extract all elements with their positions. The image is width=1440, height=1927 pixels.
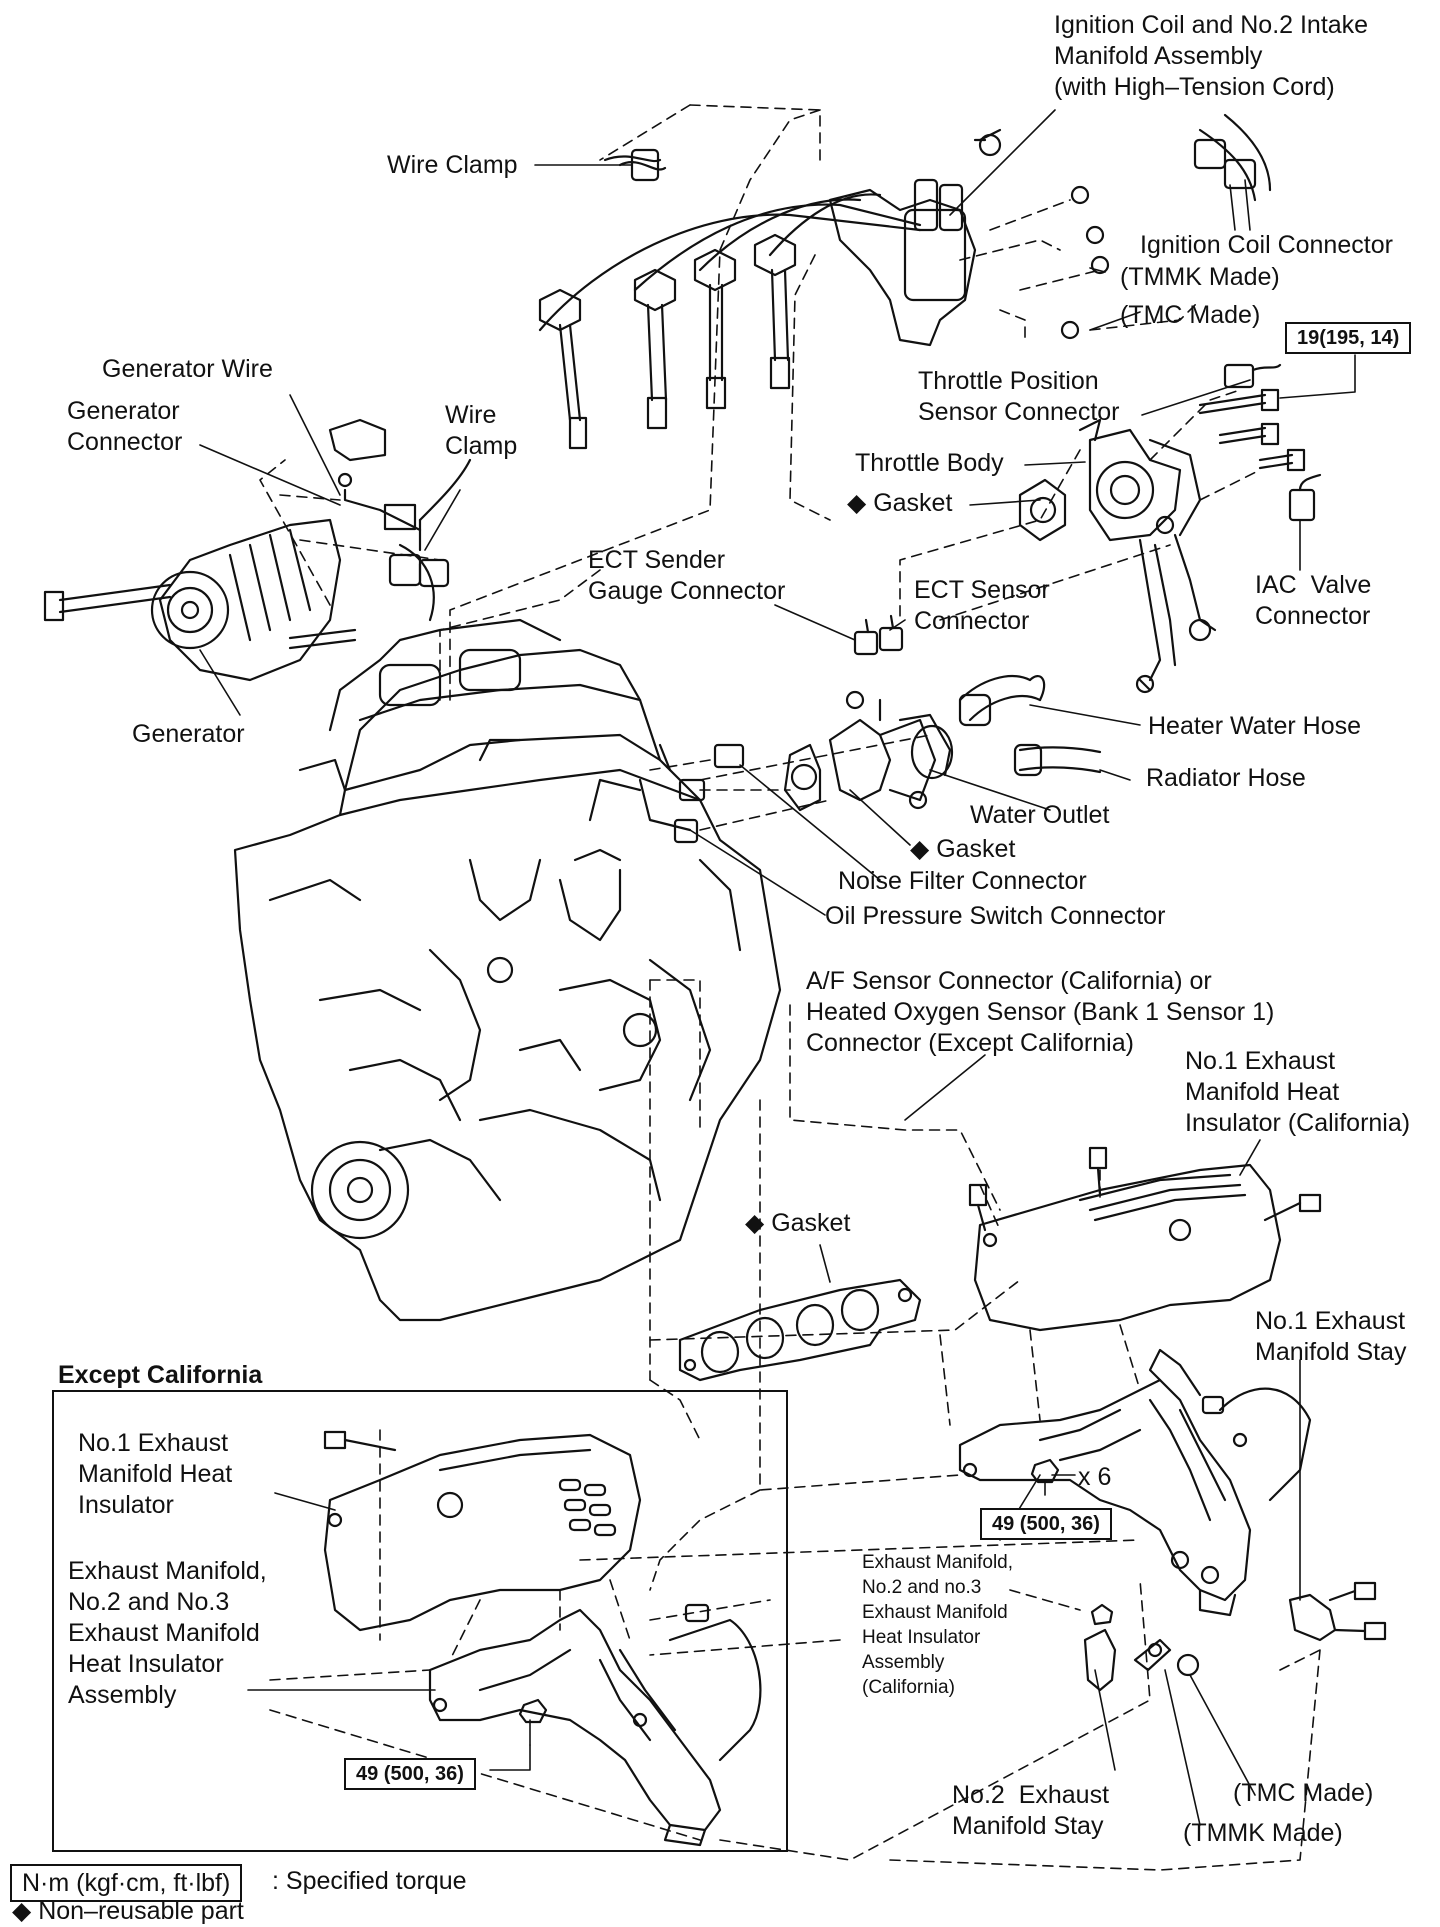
label-gasket-exhaust: ◆ Gasket [745,1208,850,1239]
label-inset-no1-heat-insulator: No.1 Exhaust Manifold Heat Insulator [78,1429,233,1519]
label-ignition-coil-connector: Ignition Coil Connector [1140,231,1393,259]
label-ect-sender-gauge-connector: ECT Sender Gauge Connector [588,546,786,605]
torque-value-exhaust-main: 49 (500, 36) [980,1508,1112,1540]
non-reusable-diamond-icon: ◆ [847,489,867,517]
throttle-body [1018,363,1322,694]
heat-insulator-california [968,1146,1322,1332]
label-tmc-made-bottom: (TMC Made) [1233,1779,1374,1807]
exhaust-gasket [678,1278,922,1382]
label-tmc-made-top: (TMC Made) [1120,301,1261,329]
label-iac-valve-connector: IAC Valve Connector [1255,571,1372,630]
leader-lines [199,109,1356,1826]
legend-non-reusable-text: Non–reusable part [38,1897,244,1925]
legend-torque-units: N·m (kgf·cm, ft·lbf) [10,1864,243,1902]
inset-except-california [52,1390,788,1852]
label-af-sensor-connector: A/F Sensor Connector (California) or Hea… [806,967,1275,1057]
label-generator: Generator [132,720,245,748]
torque-value-exhaust-inset: 49 (500, 36) [344,1758,476,1790]
inset-title-except-california: Except California [58,1361,263,1389]
label-wire-clamp-generator: Wire Clamp [445,401,518,460]
legend-torque-description: : Specified torque [272,1867,467,1895]
label-throttle-position-sensor-connector: Throttle Position Sensor Connector [918,367,1120,426]
label-no1-exhaust-manifold-stay: No.1 Exhaust Manifold Stay [1255,1307,1407,1366]
engine-block [233,618,782,1322]
inset-exhaust-parts [323,1430,762,1847]
label-gasket-water-outlet: ◆ Gasket [910,834,1015,865]
gasket-throttle-text: Gasket [873,489,953,517]
ignition-coil-assembly [828,113,1272,347]
gasket-exhaust-text: Gasket [771,1209,851,1237]
label-generator-connector: Generator Connector [67,397,183,456]
alignment-lines [259,104,1321,1871]
spark-plug-wires [538,148,922,450]
label-no2-exhaust-manifold-stay: No.2 Exhaust Manifold Stay [952,1781,1110,1840]
label-tmmk-made-bottom: (TMMK Made) [1183,1819,1343,1847]
non-reusable-diamond-icon: ◆ [12,1897,32,1925]
generator [43,418,472,682]
label-ect-sensor-connector: ECT Sensor Connector [914,576,1050,635]
label-gasket-throttle: ◆ Gasket [847,488,952,519]
label-times-six: x 6 [1078,1463,1112,1491]
legend-non-reusable-part: ◆ Non–reusable part [12,1896,244,1927]
label-wire-clamp-top: Wire Clamp [387,151,518,179]
exhaust-manifold-california [958,1348,1387,1692]
label-exhaust-manifold-assy-california: Exhaust Manifold, No.2 and no.3 Exhaust … [862,1552,1014,1698]
non-reusable-diamond-icon: ◆ [745,1209,765,1237]
label-ignition-coil-assembly: Ignition Coil and No.2 Intake Manifold A… [1054,11,1369,101]
label-inset-exhaust-manifold-assy: Exhaust Manifold, No.2 and No.3 Exhaust … [68,1557,267,1709]
label-water-outlet: Water Outlet [970,801,1110,829]
label-heater-water-hose: Heater Water Hose [1148,712,1362,740]
label-throttle-body: Throttle Body [855,449,1004,477]
label-radiator-hose: Radiator Hose [1146,764,1306,792]
torque-value-throttle: 19(195, 14) [1285,322,1412,354]
label-oil-pressure-switch-connector: Oil Pressure Switch Connector [825,902,1166,930]
gasket-water-outlet-text: Gasket [936,835,1016,863]
non-reusable-diamond-icon: ◆ [910,835,930,863]
label-generator-wire: Generator Wire [102,355,273,383]
label-noise-filter-connector: Noise Filter Connector [838,867,1087,895]
label-tmmk-made-top: (TMMK Made) [1120,263,1280,291]
label-no1-heat-insulator-california: No.1 Exhaust Manifold Heat Insulator (Ca… [1185,1047,1411,1137]
